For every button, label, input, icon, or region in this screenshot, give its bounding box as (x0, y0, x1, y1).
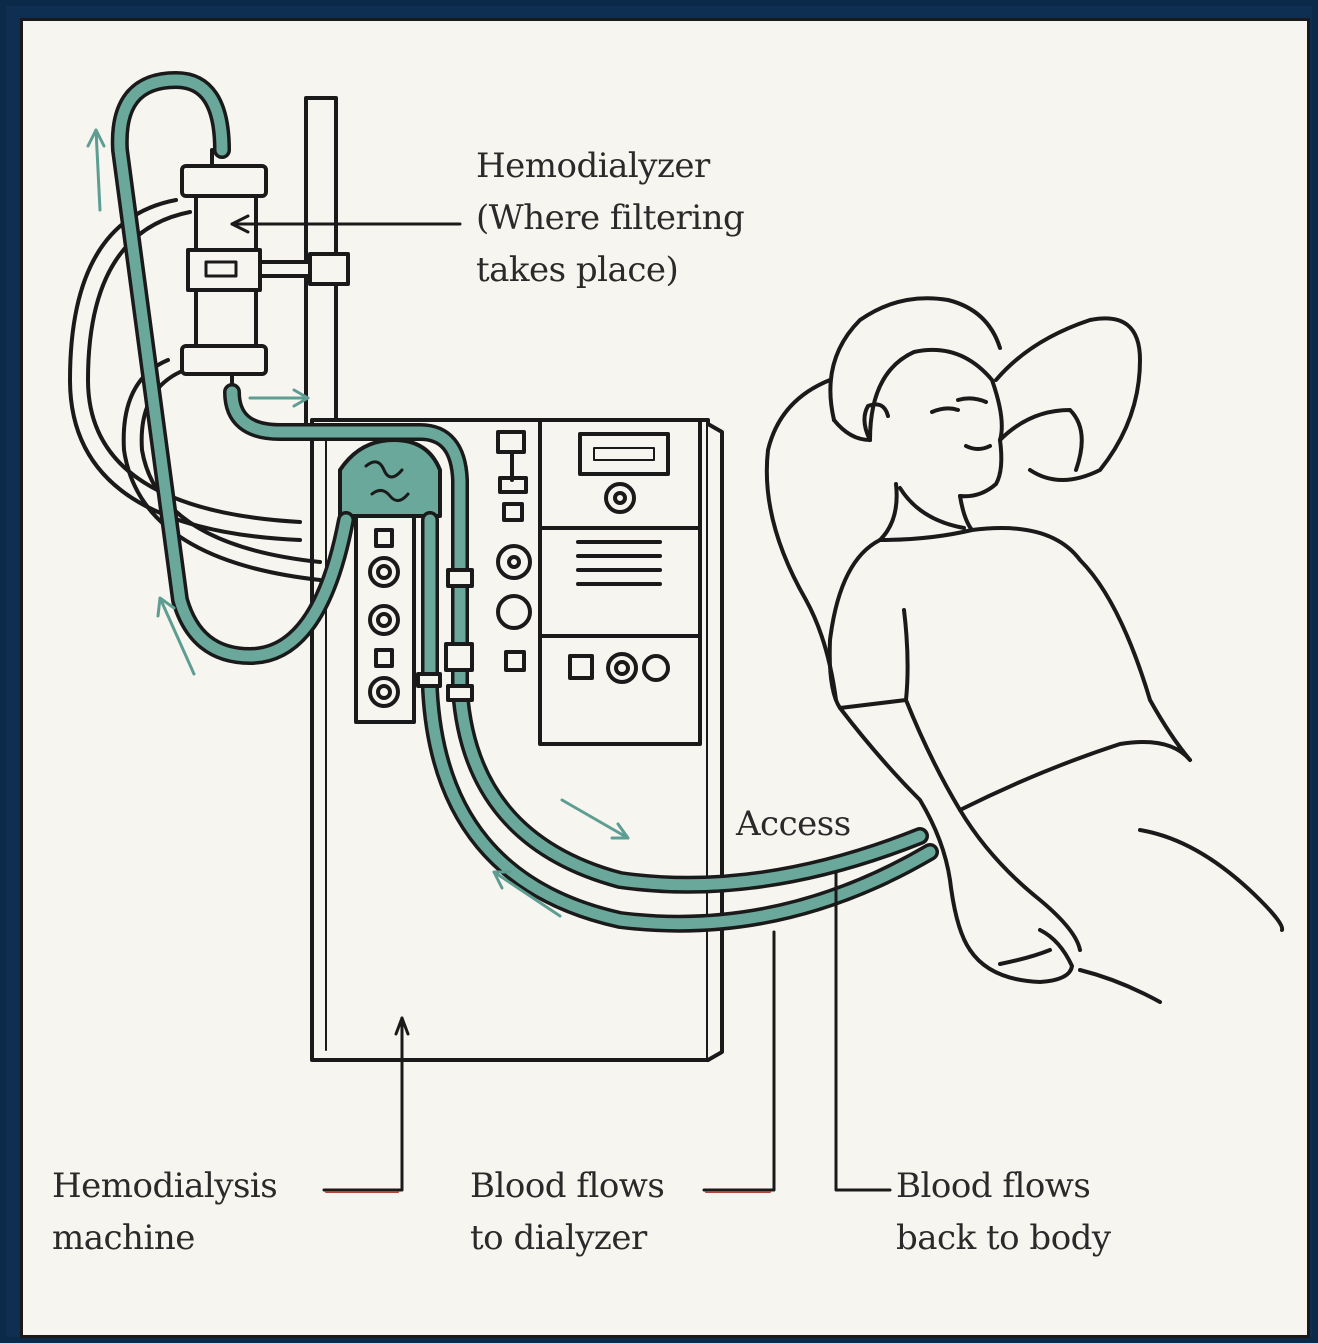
blood-pump (340, 440, 440, 516)
access-label: Access (736, 798, 851, 850)
to-dialyzer-label-line-1: Blood flows (470, 1160, 664, 1212)
control-panel-left (356, 512, 414, 722)
hemodialyzer-label-line-3: takes place) (476, 244, 744, 296)
to-dialyzer-label: Blood flows to dialyzer (470, 1160, 664, 1264)
access-label-text: Access (736, 798, 851, 850)
hemodialyzer-label-line-2: (Where filtering (476, 192, 744, 244)
back-to-body-label-line-1: Blood flows (896, 1160, 1111, 1212)
control-panel-right (540, 420, 700, 744)
machine-label-line-1: Hemodialysis (52, 1160, 277, 1212)
back-to-body-label-line-2: back to body (896, 1212, 1111, 1264)
machine-label-line-2: machine (52, 1212, 277, 1264)
hemodialyzer-label-line-1: Hemodialyzer (476, 140, 744, 192)
to-dialyzer-label-line-2: to dialyzer (470, 1212, 664, 1264)
back-to-body-label: Blood flows back to body (896, 1160, 1111, 1264)
machine-label: Hemodialysis machine (52, 1160, 277, 1264)
hemodialyzer-label: Hemodialyzer (Where filtering takes plac… (476, 140, 744, 296)
